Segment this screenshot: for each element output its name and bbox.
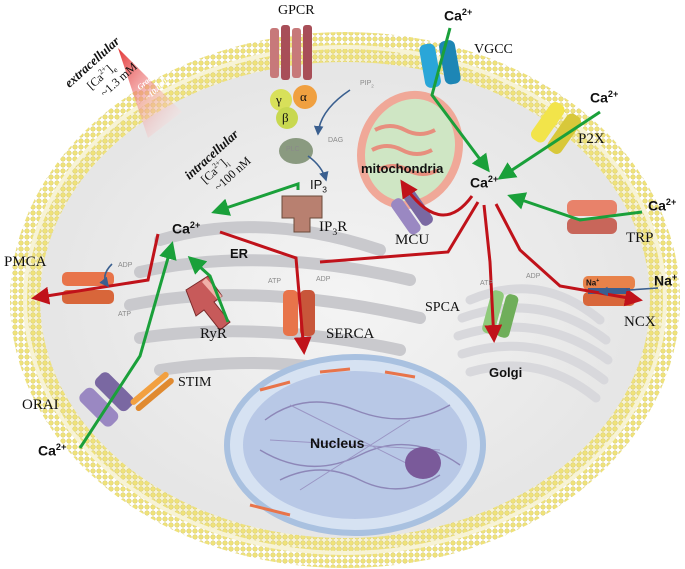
serca-pump bbox=[283, 290, 315, 336]
label-atp-pmca: ATP bbox=[118, 311, 132, 318]
label-mcu: MCU bbox=[395, 232, 430, 248]
label-na: Na+ bbox=[654, 272, 678, 289]
ip3r-channel bbox=[281, 195, 323, 233]
label-adp-serca: ADP bbox=[316, 276, 331, 283]
label-trp: TRP bbox=[626, 230, 654, 246]
orai-channel bbox=[79, 372, 134, 427]
label-dag: DAG bbox=[328, 137, 344, 144]
label-pmca: PMCA bbox=[4, 254, 47, 270]
label-ncx: NCX bbox=[624, 314, 656, 330]
label-ryr: RyR bbox=[200, 326, 227, 342]
label-ca-er: Ca2+ bbox=[172, 220, 201, 237]
plc-enzyme bbox=[279, 138, 313, 164]
label-orai: ORAI bbox=[22, 397, 59, 413]
label-p2x: P2X bbox=[578, 131, 605, 147]
label-atp-spca: ATP bbox=[480, 280, 494, 287]
label-ca-trp: Ca2+ bbox=[648, 197, 677, 214]
label-plc: PLC bbox=[286, 146, 300, 153]
label-ip3: IP3 bbox=[310, 177, 327, 195]
label-serca: SERCA bbox=[326, 326, 375, 342]
label-adp-spca: ADP bbox=[526, 273, 541, 280]
label-pip2: PIP2 bbox=[360, 80, 374, 89]
label-gamma: γ bbox=[276, 92, 282, 107]
p2x-channel bbox=[530, 102, 582, 154]
label-stim: STIM bbox=[178, 375, 212, 390]
efflux-arrows bbox=[31, 179, 643, 355]
nucleolus bbox=[405, 447, 441, 479]
gradient-indicator bbox=[118, 48, 182, 138]
nucleus-organelle bbox=[224, 354, 486, 536]
label-adp-pmca: ADP bbox=[118, 262, 133, 269]
golgi-apparatus bbox=[453, 284, 613, 403]
label-golgi: Golgi bbox=[489, 365, 523, 380]
label-vgcc: VGCC bbox=[474, 42, 513, 57]
label-ca-orai: Ca2+ bbox=[38, 442, 67, 459]
mitochondria-organelle bbox=[357, 90, 463, 210]
stim-protein bbox=[130, 371, 174, 412]
label-alpha: α bbox=[300, 89, 307, 104]
label-beta: β bbox=[282, 110, 289, 125]
signal-arrows bbox=[99, 89, 659, 297]
label-ip3r: IP3R bbox=[319, 219, 348, 238]
influx-arrows bbox=[78, 27, 643, 449]
label-nucleus: Nucleus bbox=[310, 435, 365, 451]
label-ca-p2x: Ca2+ bbox=[590, 89, 619, 106]
label-na-ncx: Na+ bbox=[586, 278, 600, 288]
label-gpcr: GPCR bbox=[278, 3, 315, 18]
label-ca-vgcc: Ca2+ bbox=[444, 7, 473, 24]
label-er: ER bbox=[230, 246, 249, 261]
label-atp-serca: ATP bbox=[268, 278, 282, 285]
label-mitochondria: mitochondria bbox=[361, 161, 444, 176]
label-spca: SPCA bbox=[425, 300, 461, 315]
gpcr-receptor bbox=[270, 25, 317, 129]
label-ca-cytosol: Ca2+ bbox=[470, 174, 499, 191]
trp-channel bbox=[567, 200, 617, 234]
